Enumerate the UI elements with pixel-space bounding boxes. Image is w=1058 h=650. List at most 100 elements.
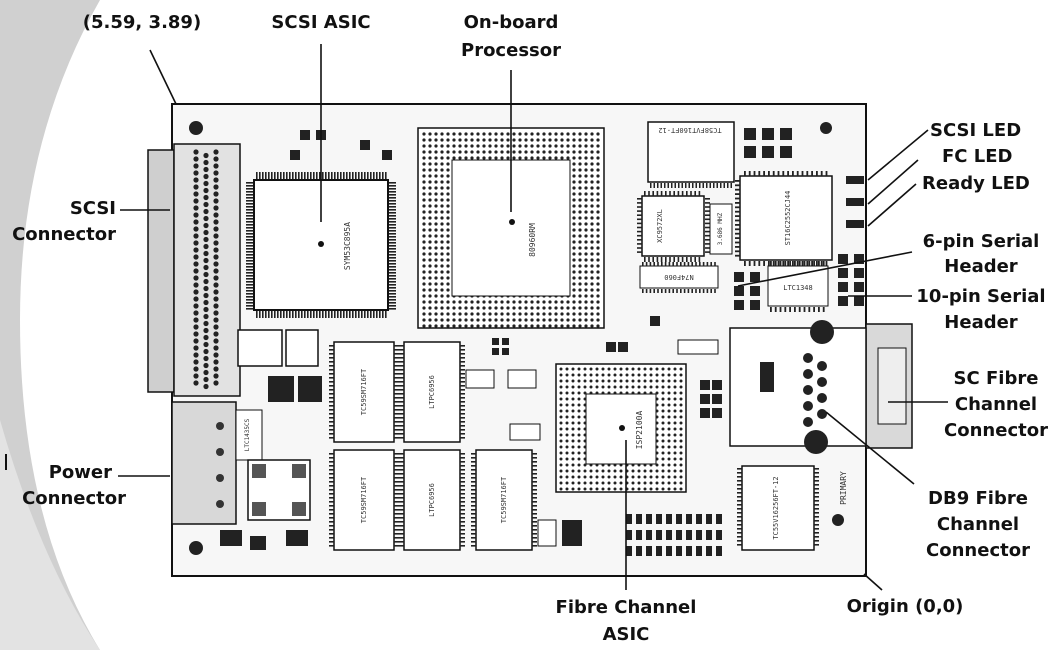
memory-leads — [329, 345, 537, 547]
memory-chip — [333, 341, 395, 443]
driver-marking: N74F060 — [664, 273, 694, 281]
serial-chip-marking: LTC1348 — [783, 284, 813, 292]
db9-screw — [810, 320, 834, 344]
fc-asic-dot — [619, 425, 625, 431]
ten-pin-header — [838, 254, 864, 306]
capacitor — [268, 376, 294, 402]
scsi-connector-label-line2: Connector — [12, 224, 116, 245]
db9-screw — [804, 430, 828, 454]
power-pin — [216, 500, 224, 508]
capacitor — [286, 530, 308, 546]
processor-label-line2: Processor — [461, 40, 561, 61]
power-pin — [216, 474, 224, 482]
capacitor — [562, 520, 582, 546]
memory-marking: LTPC6956 — [428, 375, 436, 409]
ten-pin-label-line2: Header — [944, 312, 1018, 333]
mount-hole — [189, 121, 203, 135]
db9-component — [760, 362, 774, 392]
processor-marking: 80960RM — [528, 223, 537, 257]
memory-chip — [333, 449, 395, 551]
memory-chip — [403, 449, 461, 551]
scsi-connector — [147, 149, 175, 393]
power-pin — [216, 448, 224, 456]
power-connector-label-line1: Power — [48, 462, 112, 483]
fc-led — [846, 198, 864, 206]
driver-chip — [639, 265, 719, 289]
scsi-asic-dot — [318, 241, 324, 247]
sram-marking: TC55V16256FT-12 — [772, 476, 780, 539]
processor-dot — [509, 219, 515, 225]
db9-label-line3: Connector — [926, 540, 1030, 561]
six-pin-label-line2: Header — [944, 256, 1018, 277]
fc-asic-marking: ISP2100A — [635, 411, 644, 450]
flash-leads — [650, 183, 732, 188]
cpld-marking: XC9572XL — [656, 209, 664, 243]
oscillator-marking: 3.686 MHZ — [717, 212, 724, 245]
fc-asic-label-line2: ASIC — [602, 624, 650, 645]
primary-marking: PRIMARY — [839, 471, 848, 505]
small-components — [290, 130, 722, 441]
inductor-pads — [252, 464, 306, 516]
db9-pins — [803, 353, 827, 427]
db9-label-line1: DB9 Fibre — [928, 488, 1028, 509]
sc-fibre-inner — [877, 347, 907, 425]
ready-led — [846, 220, 864, 228]
mount-hole — [832, 514, 844, 526]
fc-led-label: FC LED — [942, 146, 1013, 167]
db9-label-line2: Channel — [936, 514, 1020, 535]
cpld-leads — [637, 191, 710, 262]
scsi-asic-label: SCSI ASIC — [271, 12, 371, 33]
power-connector — [171, 401, 237, 525]
capacitor — [250, 536, 266, 550]
background-swoosh-light — [0, 420, 100, 650]
regulator-marking: LTC1435CS — [244, 418, 251, 451]
capacitor — [298, 376, 322, 402]
processor-balls — [422, 132, 600, 328]
capacitor — [285, 329, 319, 367]
capacitor — [220, 530, 242, 546]
uart-chip — [739, 175, 833, 261]
ready-led-label: Ready LED — [922, 173, 1030, 194]
resistor-array — [626, 514, 722, 556]
power-pin — [216, 422, 224, 430]
mount-hole — [189, 541, 203, 555]
power-connector-label-line2: Connector — [22, 488, 126, 509]
mount-hole — [820, 122, 832, 134]
memory-marking: TC59SM716FT — [360, 476, 368, 523]
callout-lines — [118, 44, 948, 591]
cpld-chip — [641, 195, 705, 257]
scsi-connector-pins — [193, 149, 219, 390]
memory-marking: TC59SM716FT — [360, 368, 368, 415]
sc-fibre-label-line1: SC Fibre — [953, 368, 1039, 389]
scsi-asic-marking: SYM53C895A — [343, 222, 352, 270]
background-swoosh — [0, 0, 100, 650]
six-pin-header — [734, 272, 760, 310]
ten-pin-label-line1: 10-pin Serial — [916, 286, 1046, 307]
six-pin-label-line1: 6-pin Serial — [922, 231, 1040, 252]
scsi-led — [846, 176, 864, 184]
sc-fibre-label-line2: Channel — [954, 394, 1038, 415]
memory-marking: TC59SM716FT — [500, 476, 508, 523]
memory-chip — [403, 341, 461, 443]
flash-chip — [647, 121, 735, 183]
jumper-block — [744, 128, 792, 158]
flash-marking: TC58FVT160FT-12 — [658, 126, 721, 134]
scsi-asic-leads — [246, 172, 396, 318]
memory-chip — [475, 449, 533, 551]
capacitor — [237, 329, 283, 367]
capacitor — [537, 519, 557, 547]
sc-fibre-label-line3: Connector — [944, 420, 1048, 441]
serial-chip-leads — [642, 261, 825, 312]
origin-label: Origin (0,0) — [846, 596, 964, 617]
uart-marking: ST16C2552CJ44 — [784, 191, 792, 246]
uart-leads — [735, 171, 828, 266]
scsi-connector-body — [173, 143, 241, 397]
regulator-chip — [235, 409, 263, 461]
processor-label-line1: On-board — [463, 12, 559, 33]
top-corner-label: (5.59, 3.89) — [82, 12, 202, 33]
oscillator — [709, 203, 733, 255]
scsi-led-label: SCSI LED — [930, 120, 1022, 141]
serial-chip — [767, 265, 829, 307]
sram-leads — [737, 468, 819, 546]
